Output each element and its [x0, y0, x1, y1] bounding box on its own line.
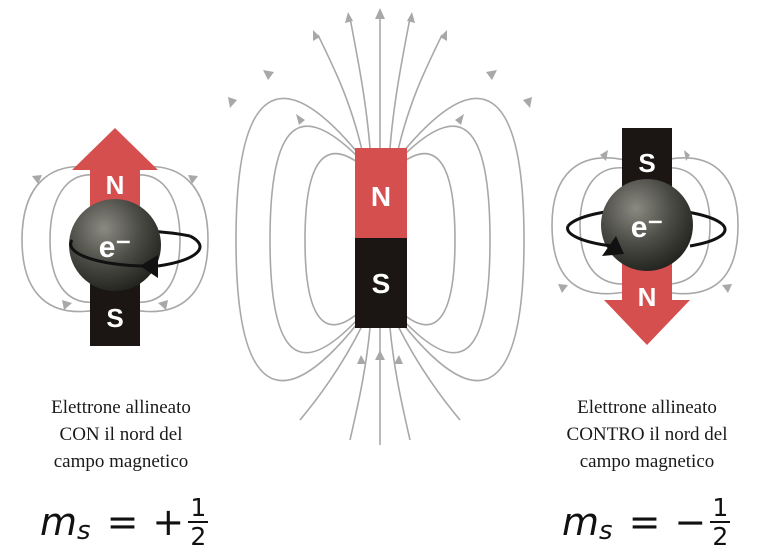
formula-fraction: 1 2: [188, 493, 209, 551]
right-caption-line: campo magnetico: [579, 451, 715, 472]
formula-numerator: 1: [712, 493, 729, 522]
bar-magnet-field-arrows: [228, 8, 532, 364]
right-north-arrow: [604, 262, 690, 345]
right-north-label: N: [638, 282, 657, 312]
bar-magnet-south-pole: [355, 238, 407, 328]
right-caption: Elettrone allineato CONTRO il nord del c…: [532, 394, 762, 475]
formula-subscript: s: [77, 516, 91, 546]
left-caption-line: Elettrone allineato: [51, 397, 191, 418]
formula-subscript: s: [599, 516, 613, 546]
left-north-arrow: [72, 128, 158, 225]
left-electron-label: e⁻: [99, 231, 132, 264]
left-south-label: S: [106, 303, 123, 333]
right-orbit-right: [689, 222, 727, 248]
right-caption-line: CONTRO il nord del: [566, 424, 728, 445]
bar-magnet-north-pole: [355, 148, 407, 238]
left-electron-field-arrows: [32, 175, 198, 310]
left-electron-magnet: N S: [72, 128, 158, 346]
left-spin-formula: m s = + 1 2: [40, 493, 209, 551]
right-south-pole: [622, 128, 672, 188]
right-south-label: S: [638, 148, 655, 178]
formula-denominator: 2: [712, 522, 729, 551]
bar-magnet-south-label: S: [372, 268, 391, 299]
left-caption-line: campo magnetico: [53, 451, 189, 472]
left-orbit-front: [69, 239, 156, 268]
right-orbit-arrow: [602, 236, 624, 256]
left-caption-line: CON il nord del: [59, 424, 183, 445]
right-caption-line: Elettrone allineato: [577, 397, 717, 418]
bar-magnet-field-lines: [235, 15, 525, 445]
formula-denominator: 2: [190, 522, 207, 551]
bar-magnet: N S: [355, 148, 407, 328]
formula-symbol: m: [40, 500, 78, 544]
right-electron-field-lines: [551, 157, 739, 295]
formula-symbol: m: [562, 500, 600, 544]
right-spin-formula: m s = − 1 2: [562, 493, 731, 551]
left-orbit-arrow: [140, 255, 158, 278]
right-orbit-front: [566, 225, 613, 248]
right-electron-magnet: S N: [604, 128, 690, 345]
right-electron-label: e⁻: [631, 211, 664, 244]
right-electron-field-arrows: [558, 150, 732, 293]
formula-sign: +: [152, 500, 185, 544]
bar-magnet-north-label: N: [371, 181, 391, 212]
formula-equals: =: [628, 500, 661, 544]
left-north-label: N: [106, 170, 125, 200]
formula-equals: =: [106, 500, 139, 544]
fraction-bar: [710, 521, 731, 523]
left-electron-sphere: [69, 199, 161, 291]
formula-sign: −: [674, 500, 707, 544]
right-electron-sphere: [601, 179, 693, 271]
formula-fraction: 1 2: [710, 493, 731, 551]
formula-numerator: 1: [190, 493, 207, 522]
fraction-bar: [188, 521, 209, 523]
left-caption: Elettrone allineato CON il nord del camp…: [6, 394, 236, 475]
left-electron-field-lines: [21, 165, 209, 313]
left-orbit-right: [157, 234, 202, 268]
